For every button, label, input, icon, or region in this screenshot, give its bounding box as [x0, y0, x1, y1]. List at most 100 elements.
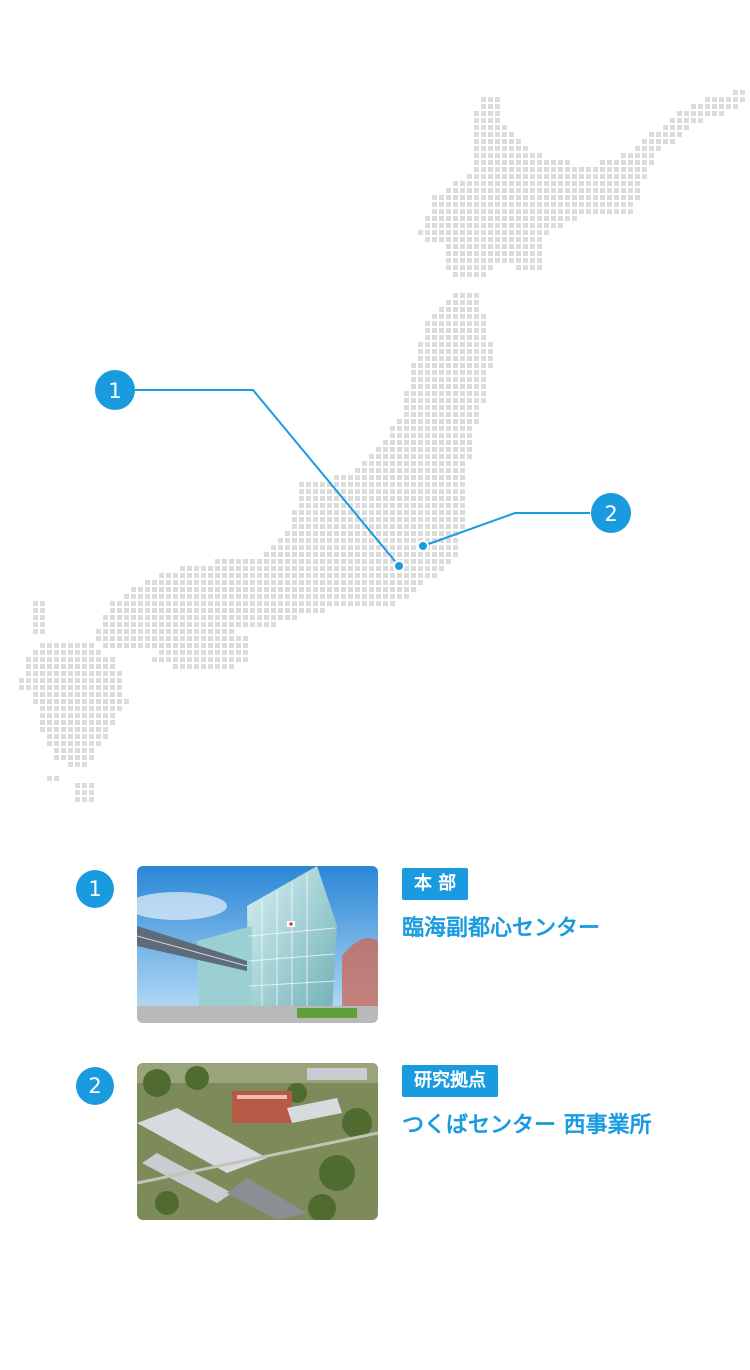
land-dot	[166, 580, 171, 585]
land-dot	[215, 629, 220, 634]
land-dot	[376, 510, 381, 515]
land-dot	[390, 503, 395, 508]
land-dot	[628, 195, 633, 200]
land-dot	[96, 636, 101, 641]
land-dot	[495, 223, 500, 228]
land-dot	[460, 300, 465, 305]
land-dot	[481, 125, 486, 130]
land-dot	[390, 573, 395, 578]
land-dot	[26, 678, 31, 683]
land-dot	[306, 552, 311, 557]
land-dot	[187, 636, 192, 641]
land-dot	[299, 531, 304, 536]
land-dot	[495, 181, 500, 186]
map-marker-1[interactable]: 1	[95, 370, 135, 410]
location-name-1: 臨海副都心センター	[402, 916, 601, 941]
land-dot	[418, 391, 423, 396]
land-dot	[502, 244, 507, 249]
land-dot	[418, 363, 423, 368]
land-dot	[355, 587, 360, 592]
land-dot	[488, 258, 493, 263]
land-dot	[124, 622, 129, 627]
land-dot	[432, 447, 437, 452]
land-dot	[502, 132, 507, 137]
land-dot	[705, 97, 710, 102]
land-dot	[54, 727, 59, 732]
land-dot	[453, 230, 458, 235]
land-dot	[425, 328, 430, 333]
land-dot	[264, 573, 269, 578]
land-dot	[187, 566, 192, 571]
land-dot	[467, 174, 472, 179]
land-dot	[425, 468, 430, 473]
land-dot	[54, 706, 59, 711]
land-dot	[257, 587, 262, 592]
location-card-1[interactable]: 1	[0, 866, 750, 1026]
land-dot	[376, 594, 381, 599]
land-dot	[362, 545, 367, 550]
land-dot	[54, 685, 59, 690]
land-dot	[530, 167, 535, 172]
land-dot	[481, 160, 486, 165]
land-dot	[159, 643, 164, 648]
land-dot	[215, 615, 220, 620]
land-dot	[82, 790, 87, 795]
land-dot	[404, 496, 409, 501]
land-dot	[110, 636, 115, 641]
land-dot	[425, 363, 430, 368]
land-dot	[82, 650, 87, 655]
land-dot	[243, 650, 248, 655]
land-dot	[439, 440, 444, 445]
land-dot	[495, 104, 500, 109]
land-dot	[236, 594, 241, 599]
land-dot	[530, 216, 535, 221]
location-pin-2[interactable]	[417, 540, 429, 552]
land-dot	[355, 510, 360, 515]
land-dot	[425, 433, 430, 438]
land-dot	[250, 573, 255, 578]
land-dot	[467, 314, 472, 319]
land-dot	[453, 223, 458, 228]
land-dot	[194, 566, 199, 571]
location-pin-1[interactable]	[393, 560, 405, 572]
land-dot	[75, 706, 80, 711]
land-dot	[236, 566, 241, 571]
land-dot	[376, 552, 381, 557]
land-dot	[159, 608, 164, 613]
map-marker-2[interactable]: 2	[591, 493, 631, 533]
land-dot	[474, 300, 479, 305]
location-card-2[interactable]: 2 研究拠点 つくばセンター 西事業所	[0, 1063, 750, 1223]
land-dot	[523, 223, 528, 228]
land-dot	[453, 503, 458, 508]
land-dot	[236, 608, 241, 613]
land-dot	[460, 321, 465, 326]
land-dot	[411, 538, 416, 543]
land-dot	[54, 734, 59, 739]
land-dot	[614, 174, 619, 179]
land-dot	[579, 202, 584, 207]
land-dot	[425, 384, 430, 389]
land-dot	[250, 566, 255, 571]
land-dot	[439, 237, 444, 242]
land-dot	[152, 594, 157, 599]
land-dot	[495, 132, 500, 137]
land-dot	[320, 559, 325, 564]
land-dot	[376, 482, 381, 487]
land-dot	[432, 468, 437, 473]
land-dot	[348, 587, 353, 592]
land-dot	[432, 314, 437, 319]
land-dot	[250, 587, 255, 592]
land-dot	[544, 174, 549, 179]
land-dot	[292, 531, 297, 536]
land-dot	[159, 601, 164, 606]
land-dot	[642, 160, 647, 165]
land-dot	[229, 650, 234, 655]
land-dot	[460, 440, 465, 445]
land-dot	[642, 153, 647, 158]
land-dot	[474, 125, 479, 130]
land-dot	[495, 202, 500, 207]
land-dot	[530, 188, 535, 193]
land-dot	[418, 454, 423, 459]
land-dot	[285, 587, 290, 592]
land-dot	[306, 524, 311, 529]
